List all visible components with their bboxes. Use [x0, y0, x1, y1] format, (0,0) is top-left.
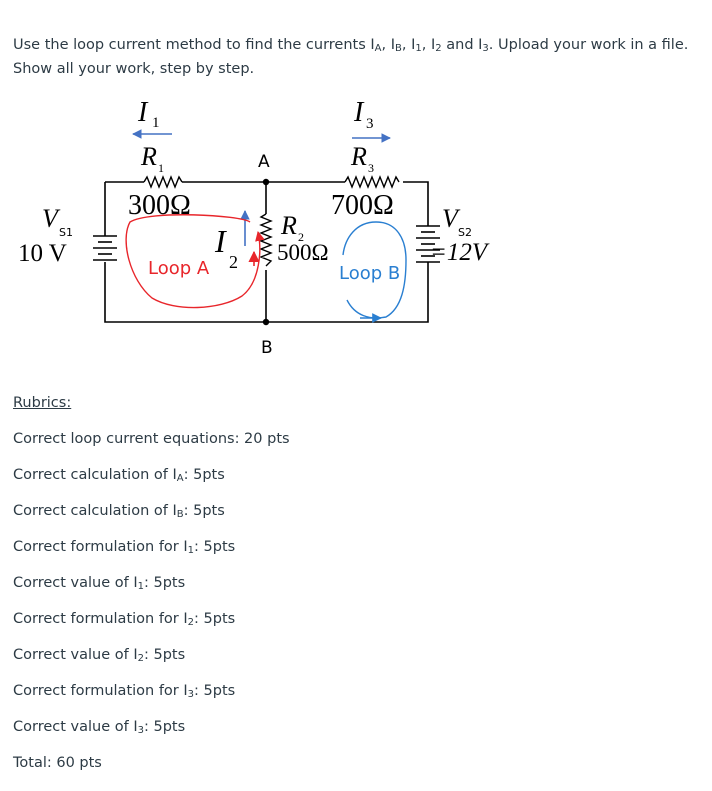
- r3-value: 700Ω: [331, 190, 394, 221]
- r2-sub: 2: [298, 230, 304, 244]
- rubrics-section: Rubrics: Correct loop current equations:…: [13, 392, 613, 788]
- r3-sub: 3: [368, 161, 374, 175]
- rubric-total: Total: 60 pts: [13, 755, 102, 771]
- node-a-dot: [262, 178, 270, 186]
- rubrics-heading: Rubrics:: [13, 395, 72, 411]
- node-b-dot: [262, 318, 270, 326]
- r3-symbol: R: [350, 142, 367, 171]
- loop-a-label: Loop A: [148, 258, 210, 279]
- i1-symbol: I: [137, 97, 149, 128]
- resistor-r2-zigzag: [259, 213, 273, 267]
- i3-sub: 3: [366, 116, 374, 132]
- rubric-item-i3-formulation: Correct formulation for I3: 5pts: [13, 683, 236, 700]
- rubric-item-i2-formulation: Correct formulation for I2: 5pts: [13, 611, 236, 628]
- resistor-r1-zigzag: [143, 175, 183, 189]
- circuit-diagram: I 1 I 3 I 2 R 1 300Ω R 3 700Ω R 2 500Ω V…: [18, 97, 490, 358]
- vs1-value: 10 V: [18, 240, 67, 267]
- vs2-symbol: V: [442, 204, 461, 233]
- i1-sub: 1: [152, 115, 160, 131]
- battery-vs1: [93, 235, 117, 261]
- vs2-value: =12V: [430, 239, 490, 266]
- wire-top-right: [403, 181, 429, 226]
- rubric-item-ia: Correct calculation of IA: 5pts: [13, 467, 225, 484]
- rubric-item-i1-value: Correct value of I1: 5pts: [13, 575, 186, 592]
- question-line-2: Show all your work, step by step.: [13, 61, 255, 77]
- r1-value: 300Ω: [128, 190, 191, 221]
- vs2-sub: S2: [458, 226, 472, 239]
- rubric-item-i3-value: Correct value of I3: 5pts: [13, 719, 186, 736]
- rubric-item-i2-value: Correct value of I2: 5pts: [13, 647, 186, 664]
- r2-symbol: R: [280, 211, 297, 240]
- vs1-symbol: V: [42, 204, 61, 233]
- i2-sub: 2: [229, 252, 238, 272]
- r1-symbol: R: [140, 142, 157, 171]
- rubric-item-ib: Correct calculation of IB: 5pts: [13, 503, 225, 520]
- r2-value: 500Ω: [277, 240, 329, 265]
- node-a-label: A: [258, 152, 270, 172]
- rubric-item-i1-formulation: Correct formulation for I1: 5pts: [13, 539, 236, 556]
- battery-vs2: [416, 225, 440, 268]
- resistor-r3-zigzag: [344, 175, 400, 189]
- rubric-item-equations: Correct loop current equations: 20 pts: [13, 431, 290, 447]
- vs1-sub: S1: [59, 226, 73, 239]
- node-b-label: B: [261, 338, 273, 358]
- loop-b-label: Loop B: [339, 263, 400, 284]
- loop-a-path: [125, 214, 265, 309]
- question-text: Use the loop current method to find the …: [13, 33, 703, 81]
- i3-symbol: I: [353, 97, 365, 128]
- i2-symbol: I: [214, 223, 227, 259]
- question-line-1: Use the loop current method to find the …: [13, 37, 689, 54]
- r1-sub: 1: [158, 161, 164, 175]
